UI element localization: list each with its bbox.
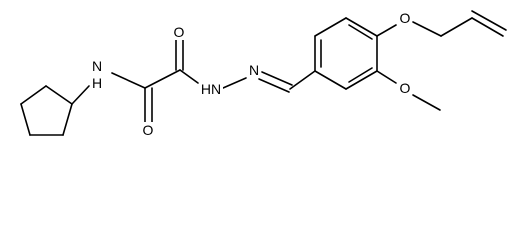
nitrogen-label: N: [92, 58, 102, 74]
atom-label-o-lower: O: [141, 122, 155, 138]
bond: [314, 70, 347, 90]
chemical-structure: N H O O HN N O O: [20, 10, 507, 138]
bond: [412, 21, 442, 37]
bond: [111, 72, 146, 89]
bond: [20, 103, 31, 136]
bond: [62, 103, 73, 136]
bond: [45, 85, 73, 105]
bond: [20, 85, 47, 105]
atom-label-o-ether-allyl: O: [397, 10, 412, 26]
bond: [471, 17, 504, 37]
bond: [345, 70, 378, 90]
oxygen-label: O: [143, 122, 154, 138]
bond: [258, 78, 290, 93]
oxygen-label: O: [400, 80, 411, 96]
oxygen-label: O: [174, 24, 185, 40]
bond: [376, 24, 397, 37]
bond: [222, 77, 247, 89]
hydrogen-label: H: [92, 75, 102, 91]
bond: [314, 17, 347, 37]
nitrogen-label: N: [249, 62, 259, 78]
atom-label-hn-hydrazide: HN: [199, 81, 223, 97]
cyclopentyl-ring: [20, 85, 73, 136]
bond: [144, 69, 181, 89]
bond: [471, 10, 507, 31]
bond: [412, 94, 441, 111]
atom-label-n-imine: N: [247, 62, 261, 78]
bond: [348, 67, 373, 83]
bond: [289, 70, 316, 90]
bond: [345, 17, 378, 37]
atom-label-nh-amide: N H: [90, 58, 104, 91]
benzene-ring: [314, 17, 378, 90]
atom-label-o-ether-methoxy: O: [397, 80, 412, 96]
bond: [71, 85, 90, 105]
bond: [376, 70, 397, 84]
bond: [261, 71, 293, 86]
bond: [179, 69, 199, 84]
oxygen-label: O: [400, 10, 411, 26]
bond: [440, 17, 473, 37]
hn-label: HN: [201, 81, 221, 97]
bond: [348, 24, 373, 40]
atom-label-o-upper: O: [172, 24, 186, 40]
